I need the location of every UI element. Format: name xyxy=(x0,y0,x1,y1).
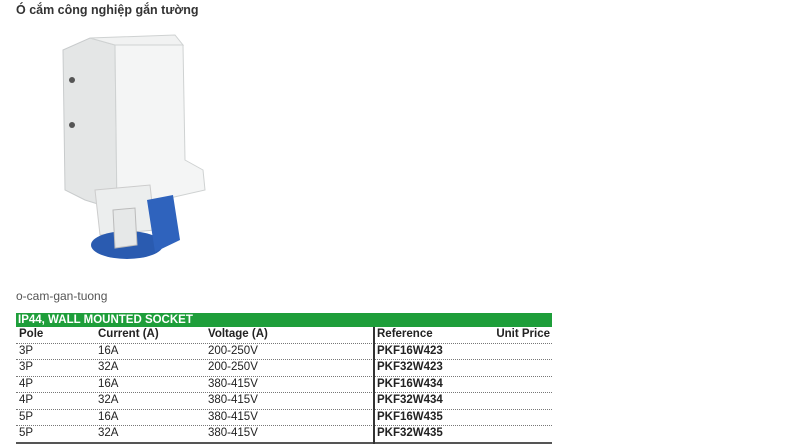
table-row: 3P 32A 200-250V PKF32W423 xyxy=(16,360,552,377)
cell-voltage: 200-250V xyxy=(208,361,258,373)
image-caption: o-cam-gan-tuong xyxy=(16,289,108,303)
cell-current: 16A xyxy=(98,377,119,390)
table-heading: IP44, WALL MOUNTED SOCKET xyxy=(16,313,552,327)
cell-current: 32A xyxy=(98,361,119,373)
cell-reference: PKF16W435 xyxy=(377,410,443,423)
table-header-row: Pole Current (A) Voltage (A) Reference U… xyxy=(16,327,552,344)
cell-reference: PKF32W435 xyxy=(377,427,443,439)
cell-voltage: 380-415V xyxy=(208,377,258,390)
table-row: 5P 32A 380-415V PKF32W435 xyxy=(16,426,552,444)
cell-voltage: 200-250V xyxy=(208,344,258,357)
table-row: 4P 16A 380-415V PKF16W434 xyxy=(16,377,552,393)
cell-pole: 3P xyxy=(19,344,34,357)
cell-pole: 3P xyxy=(19,361,34,373)
column-divider xyxy=(373,327,375,444)
cell-current: 32A xyxy=(98,427,119,439)
table-row: 4P 32A 380-415V PKF32W434 xyxy=(16,393,552,410)
cell-pole: 5P xyxy=(19,410,34,423)
cell-pole: 4P xyxy=(19,394,34,406)
col-pole: Pole xyxy=(19,328,44,340)
cell-reference: PKF32W434 xyxy=(377,394,443,406)
cell-pole: 5P xyxy=(19,427,34,439)
cell-voltage: 380-415V xyxy=(208,427,258,439)
cell-current: 16A xyxy=(98,410,119,423)
col-reference: Reference xyxy=(377,328,433,340)
product-table: IP44, WALL MOUNTED SOCKET Pole Current (… xyxy=(16,313,552,444)
cell-reference: PKF16W434 xyxy=(377,377,443,390)
cell-current: 16A xyxy=(98,344,119,357)
table-row: 5P 16A 380-415V PKF16W435 xyxy=(16,410,552,426)
wall-socket-image xyxy=(62,34,206,259)
page-title: Ó cắm công nghiệp gắn tường xyxy=(16,3,199,17)
col-current: Current (A) xyxy=(98,328,159,340)
table-row: 3P 16A 200-250V PKF16W423 xyxy=(16,344,552,360)
cell-current: 32A xyxy=(98,394,119,406)
cell-reference: PKF32W423 xyxy=(377,361,443,373)
cell-reference: PKF16W423 xyxy=(377,344,443,357)
cell-voltage: 380-415V xyxy=(208,410,258,423)
cell-voltage: 380-415V xyxy=(208,394,258,406)
cell-pole: 4P xyxy=(19,377,34,390)
col-unit-price: Unit Price xyxy=(496,328,550,340)
col-voltage: Voltage (A) xyxy=(208,328,268,340)
